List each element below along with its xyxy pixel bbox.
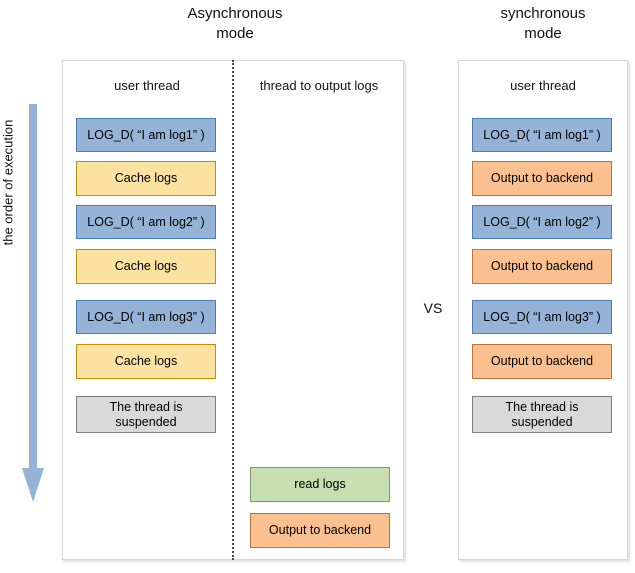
step-box-sync-log1[interactable]: LOG_D( “I am log1” ) [472, 118, 612, 152]
step-box-sync-output-to-backend-3[interactable]: Output to backend [472, 344, 612, 379]
step-box-async-log3[interactable]: LOG_D( “I am log3” ) [76, 300, 216, 334]
step-box-read-logs[interactable]: read logs [250, 467, 390, 502]
step-box-async-log1[interactable]: LOG_D( “I am log1” ) [76, 118, 216, 152]
column-header-user-thread-async: user thread [114, 78, 180, 93]
step-box-sync-output-to-backend-2[interactable]: Output to backend [472, 249, 612, 284]
page-title-sync: synchronous mode [500, 5, 586, 42]
step-box-sync-log2[interactable]: LOG_D( “I am log2” ) [472, 205, 612, 239]
comparison-label: VS [423, 300, 443, 316]
order-of-execution-label: the order of execution [0, 119, 16, 246]
step-box-sync-log3[interactable]: LOG_D( “I am log3” ) [472, 300, 612, 334]
step-box-sync-thread-suspended[interactable]: The thread is suspended [472, 396, 612, 433]
order-of-execution-arrow [22, 104, 44, 504]
column-header-output-log-thread: thread to output logs [259, 78, 379, 93]
page-title-async: Asynchronous mode [187, 5, 283, 42]
step-box-async-cache-logs-2[interactable]: Cache logs [76, 249, 216, 284]
step-box-async-log2[interactable]: LOG_D( “I am log2” ) [76, 205, 216, 239]
step-box-async-output-to-backend[interactable]: Output to backend [250, 513, 390, 548]
step-box-sync-output-to-backend-1[interactable]: Output to backend [472, 161, 612, 196]
step-box-async-cache-logs-1[interactable]: Cache logs [76, 161, 216, 196]
down-arrow-icon [22, 104, 44, 502]
step-box-async-cache-logs-3[interactable]: Cache logs [76, 344, 216, 379]
step-box-async-thread-suspended[interactable]: The thread is suspended [76, 396, 216, 433]
column-header-user-thread-sync: user thread [510, 78, 576, 93]
thread-divider [232, 60, 234, 560]
